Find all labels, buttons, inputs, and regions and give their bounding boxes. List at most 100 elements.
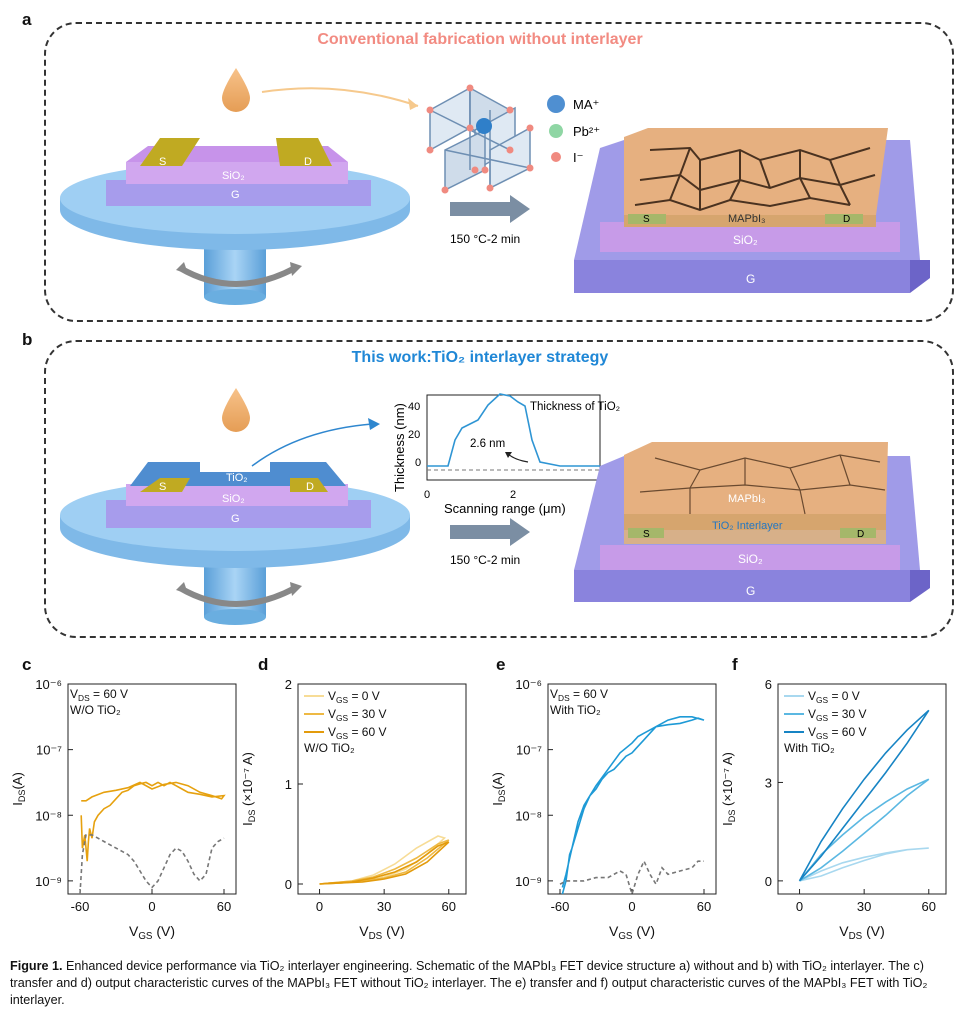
a-device-d: D: [843, 214, 850, 225]
legend-ma: MA⁺: [573, 97, 599, 112]
chart-d-series-2: [319, 841, 450, 885]
panel-b-label: b: [22, 330, 33, 349]
process-arrow-a: [450, 195, 530, 223]
chart-e-xlabel: VGS (V): [609, 923, 655, 942]
chart-c-xtick-label: 0: [148, 899, 155, 914]
chart-f-legend-entry: VGS = 30 V: [808, 707, 867, 723]
b-spin-tio2: TiO₂: [226, 472, 248, 484]
spin-coater-a: [60, 68, 419, 305]
chart-c-series-1: [79, 834, 225, 895]
inset-ytick-40: 40: [408, 401, 420, 413]
chart-f-legend-entry: VGS = 60 V: [808, 725, 867, 741]
chart-e-xtick-label: -60: [551, 899, 570, 914]
chart-f-series-1: [798, 778, 930, 882]
chart-d-legend-entry: VGS = 0 V: [328, 689, 380, 705]
chart-f-ytick-label: 3: [765, 775, 772, 790]
panel-a-label: a: [22, 10, 32, 29]
b-spin-g: G: [231, 513, 240, 525]
panel-b-frame: [44, 340, 954, 638]
panel-a-frame: [44, 22, 954, 322]
chart-f-series-2: [798, 709, 930, 882]
iodide-atoms: [426, 84, 534, 194]
schematic-canvas: S D SiO₂ G MA⁺ Pb²⁺ I⁻ 150 °C-2 min: [60, 68, 930, 625]
thickness-inset: [426, 393, 601, 481]
chart-f-panel-label: f: [732, 655, 738, 674]
chart-d-xtick-label: 0: [316, 899, 323, 914]
chart-f-xlabel: VDS (V): [839, 923, 885, 942]
chart-e-ytick-label: 10⁻⁹: [515, 874, 542, 889]
a-device-g: G: [746, 272, 755, 286]
chart-f-legend-entry: VGS = 0 V: [808, 689, 860, 705]
chart-d-xtick-label: 60: [442, 899, 456, 914]
process-arrow-b: [450, 518, 530, 546]
chart-f-xtick-label: 0: [796, 899, 803, 914]
chart-f-series-0: [799, 847, 929, 882]
b-device-film: MAPbI₃: [728, 493, 766, 505]
a-spin-d: D: [304, 156, 312, 168]
a-spin-sio2: SiO₂: [222, 170, 245, 182]
legend-ma-icon: [547, 95, 565, 113]
legend-pb-icon: [549, 124, 563, 138]
chart-d-legend-entry: VGS = 30 V: [328, 707, 387, 723]
b-spin-sio2: SiO₂: [222, 493, 245, 505]
chart-c-series-0: [80, 781, 226, 862]
chart-d-ytick-label: 0: [285, 877, 292, 892]
chart-c-xtick-label: 60: [217, 899, 231, 914]
chart-f-xtick-label: 60: [922, 899, 936, 914]
chart-e-series-1: [559, 859, 704, 897]
chart-c-legend-0: VDS = 60 V: [70, 687, 128, 703]
b-spin-d: D: [306, 481, 314, 493]
chart-f-ytick-label: 0: [765, 874, 772, 889]
caption-text: Enhanced device performance via TiO₂ int…: [10, 959, 928, 1007]
chart-d-series-0: [319, 835, 447, 885]
chart-d-panel-label: d: [258, 655, 268, 674]
chart-e-ytick-label: 10⁻⁷: [516, 743, 542, 758]
chart-e-panel-label: e: [496, 655, 505, 674]
ma-atom: [476, 118, 492, 134]
chart-c-ylabel: IDS(A): [10, 772, 27, 806]
a-spin-g: G: [231, 189, 240, 201]
legend-i: I⁻: [573, 150, 583, 165]
b-device-g: G: [746, 584, 755, 598]
inset-annotation: Thickness of TiO₂: [530, 401, 620, 413]
chart-d-ytick-label: 1: [285, 777, 292, 792]
chart-c-panel-label: c: [22, 655, 31, 674]
chart-e-ytick-label: 10⁻⁶: [515, 677, 542, 692]
caption-label: Figure 1.: [10, 959, 63, 973]
legend-i-icon: [551, 152, 561, 162]
process-label-b: 150 °C-2 min: [450, 553, 520, 567]
chart-e-ytick-label: 10⁻⁸: [515, 808, 542, 823]
chart-f-frame: [777, 683, 947, 895]
inset-annotation2: 2.6 nm: [470, 438, 505, 450]
chart-c-ytick-label: 10⁻⁶: [35, 677, 62, 692]
inset-ytick-20: 20: [408, 429, 420, 441]
chart-c-xtick-label: -60: [71, 899, 90, 914]
chart-e-legend-0: VDS = 60 V: [550, 687, 608, 703]
figure-caption: Figure 1. Enhanced device performance vi…: [10, 958, 960, 1009]
device-b-stack: [574, 442, 930, 602]
chart-c-ytick-label: 10⁻⁹: [35, 874, 62, 889]
inset-ylabel: Thickness (nm): [392, 403, 407, 492]
chart-c-ytick-label: 10⁻⁸: [35, 808, 62, 823]
chart-d-ytick-label: 2: [285, 677, 292, 692]
chart-f-xtick-label: 30: [857, 899, 871, 914]
chart-e-ylabel: IDS(A): [490, 772, 507, 806]
inset-xlabel: Scanning range (μm): [444, 501, 566, 516]
chart-d-frame: [297, 683, 467, 895]
b-device-interlayer: TiO₂ Interlayer: [712, 520, 783, 532]
a-device-sio2: SiO₂: [733, 233, 758, 247]
chart-d-legend-entry: VGS = 60 V: [328, 725, 387, 741]
inset-ytick-0: 0: [415, 457, 421, 469]
chart-f-ylabel: IDS (×10⁻⁷ A): [720, 752, 737, 826]
legend-pb: Pb²⁺: [573, 124, 600, 139]
a-spin-s: S: [159, 156, 166, 168]
chart-d-series-1: [319, 839, 450, 885]
chart-d-ylabel: IDS (×10⁻⁷ A): [240, 752, 257, 826]
chart-e-xtick-label: 0: [628, 899, 635, 914]
chart-d-xlabel: VDS (V): [359, 923, 405, 942]
b-device-d: D: [857, 529, 864, 540]
a-device-film: MAPbI₃: [728, 213, 766, 225]
chart-c-xlabel: VGS (V): [129, 923, 175, 942]
chart-c-legend-1: W/O TiO₂: [70, 703, 121, 717]
inset-xtick-0: 0: [424, 489, 430, 501]
